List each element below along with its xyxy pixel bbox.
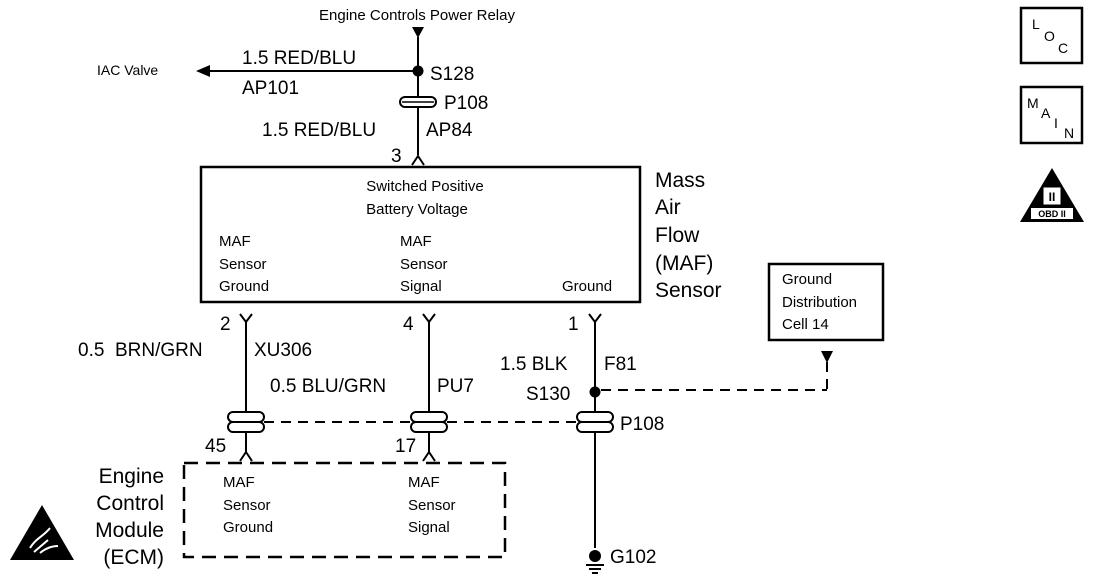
sensor-name-line3: Flow: [655, 224, 700, 247]
iac-valve-branch: IAC Valve 1.5 RED/BLU AP101: [97, 48, 418, 99]
ecm-module: MAF Sensor Ground MAF Sensor Signal: [182, 461, 507, 559]
svg-text:OBD II: OBD II: [1038, 209, 1066, 219]
switched-positive-line2: Battery Voltage: [366, 201, 468, 218]
pin-2-label: 2: [220, 314, 231, 335]
svg-text:O: O: [1044, 28, 1055, 44]
pin-45-label: 45: [205, 436, 226, 457]
maf-signal-line1: MAF: [400, 233, 432, 250]
loc-icon: L O C: [1019, 6, 1084, 65]
maf-ground-line1: MAF: [219, 233, 251, 250]
ecm-ground-line3: Ground: [223, 519, 273, 536]
pin-45-terminal-icon: [239, 450, 253, 462]
wire-blk-circuit: F81: [604, 354, 637, 375]
maf-sensor-name: Mass Air Flow (MAF) Sensor: [655, 169, 722, 302]
maf-sensor-box: [199, 165, 642, 304]
pin-3-terminal-icon: [411, 154, 425, 166]
sensor-name-line1: Mass: [655, 169, 705, 192]
ground-distribution: Ground Distribution Cell 14: [767, 262, 885, 390]
svg-text:N: N: [1064, 125, 1074, 141]
maf-ground-pin-label: Ground: [562, 278, 612, 295]
splice-s128-label: S128: [430, 64, 474, 85]
ground-distribution-line2: Distribution: [782, 294, 857, 311]
svg-text:A: A: [1041, 105, 1051, 121]
ecm-pins: 45 17: [205, 432, 436, 462]
ecm-signal-line1: MAF: [408, 474, 440, 491]
sensor-supply-wire: 1.5 RED/BLU AP84 3: [262, 107, 473, 167]
ecm-ground-line1: MAF: [223, 474, 255, 491]
wire-supply-color: 1.5 RED/BLU: [262, 120, 376, 141]
ecm-name-line1: Engine: [99, 465, 164, 488]
maf-ground-wire: 2 0.5 BRN/GRN XU306: [78, 313, 312, 412]
pin-1-label: 1: [568, 314, 579, 335]
obd-ii-icon: II OBD II: [1020, 168, 1084, 222]
maf-sensor: Switched Positive Battery Voltage MAF Se…: [199, 165, 642, 304]
ecm-name: Engine Control Module (ECM): [95, 465, 164, 569]
ecm-name-line3: Module: [95, 519, 164, 542]
iac-valve-label: IAC Valve: [97, 62, 158, 78]
ground-g102: G102: [586, 547, 656, 574]
esd-warning-icon: [10, 505, 74, 560]
wire-top-color: 1.5 RED/BLU: [242, 48, 356, 69]
ground-distribution-line1: Ground: [782, 271, 832, 288]
connector-p108-top: P108: [399, 93, 488, 114]
splice-s128: S128: [412, 64, 474, 85]
blk-ground-wire: 1 1.5 BLK F81 S130: [500, 313, 827, 548]
iac-arrow-icon: [196, 65, 210, 77]
pin-17-label: 17: [395, 436, 416, 457]
connector-p108-bottom: P108: [227, 411, 664, 435]
pin-2-terminal-icon: [239, 313, 253, 324]
sensor-name-line2: Air: [655, 196, 681, 219]
pin-17-terminal-icon: [422, 450, 436, 462]
power-relay-arrow-icon: [412, 27, 424, 38]
svg-text:C: C: [1058, 40, 1068, 56]
main-icon: M A I N: [1019, 85, 1084, 145]
connector-p108-bottom-label: P108: [620, 414, 664, 435]
power-relay-label: Engine Controls Power Relay: [319, 7, 515, 24]
svg-text:M: M: [1027, 95, 1039, 111]
svg-text:I: I: [1054, 115, 1058, 131]
wire-blk-color: 1.5 BLK: [500, 354, 568, 375]
ecm-box: [182, 461, 507, 559]
sensor-name-line4: (MAF): [655, 252, 713, 275]
ground-distribution-arrow-icon: [821, 351, 833, 363]
wire-top-circuit: AP101: [242, 78, 299, 99]
pin-1-terminal-icon: [588, 313, 602, 324]
maf-ground-line2: Sensor: [219, 256, 267, 273]
ecm-ground-line2: Sensor: [223, 497, 271, 514]
pin-4-terminal-icon: [422, 313, 436, 324]
wire-signal-color: 0.5 BLU/GRN: [270, 376, 386, 397]
wire-supply-circuit: AP84: [426, 120, 473, 141]
pin-4-label: 4: [403, 314, 414, 335]
ecm-signal-line2: Sensor: [408, 497, 456, 514]
ground-distribution-line3: Cell 14: [782, 316, 829, 333]
maf-signal-line2: Sensor: [400, 256, 448, 273]
wire-ground-color: 0.5 BRN/GRN: [78, 340, 203, 361]
switched-positive-line1: Switched Positive: [366, 178, 484, 195]
svg-text:II: II: [1049, 190, 1056, 204]
ecm-signal-line3: Signal: [408, 519, 450, 536]
pin-3-label: 3: [391, 146, 402, 167]
maf-signal-line3: Signal: [400, 278, 442, 295]
maf-signal-wire: 4 0.5 BLU/GRN PU7: [270, 313, 474, 412]
connector-p108-top-label: P108: [444, 93, 488, 114]
maf-ground-line3: Ground: [219, 278, 269, 295]
ground-g102-label: G102: [610, 547, 656, 568]
sensor-name-line5: Sensor: [655, 279, 722, 302]
splice-s130-label: S130: [526, 384, 570, 405]
ecm-name-line2: Control: [96, 492, 164, 515]
wire-signal-circuit: PU7: [437, 376, 474, 397]
wire-ground-circuit: XU306: [254, 340, 312, 361]
ecm-name-line4: (ECM): [103, 546, 164, 569]
svg-text:L: L: [1032, 16, 1040, 32]
